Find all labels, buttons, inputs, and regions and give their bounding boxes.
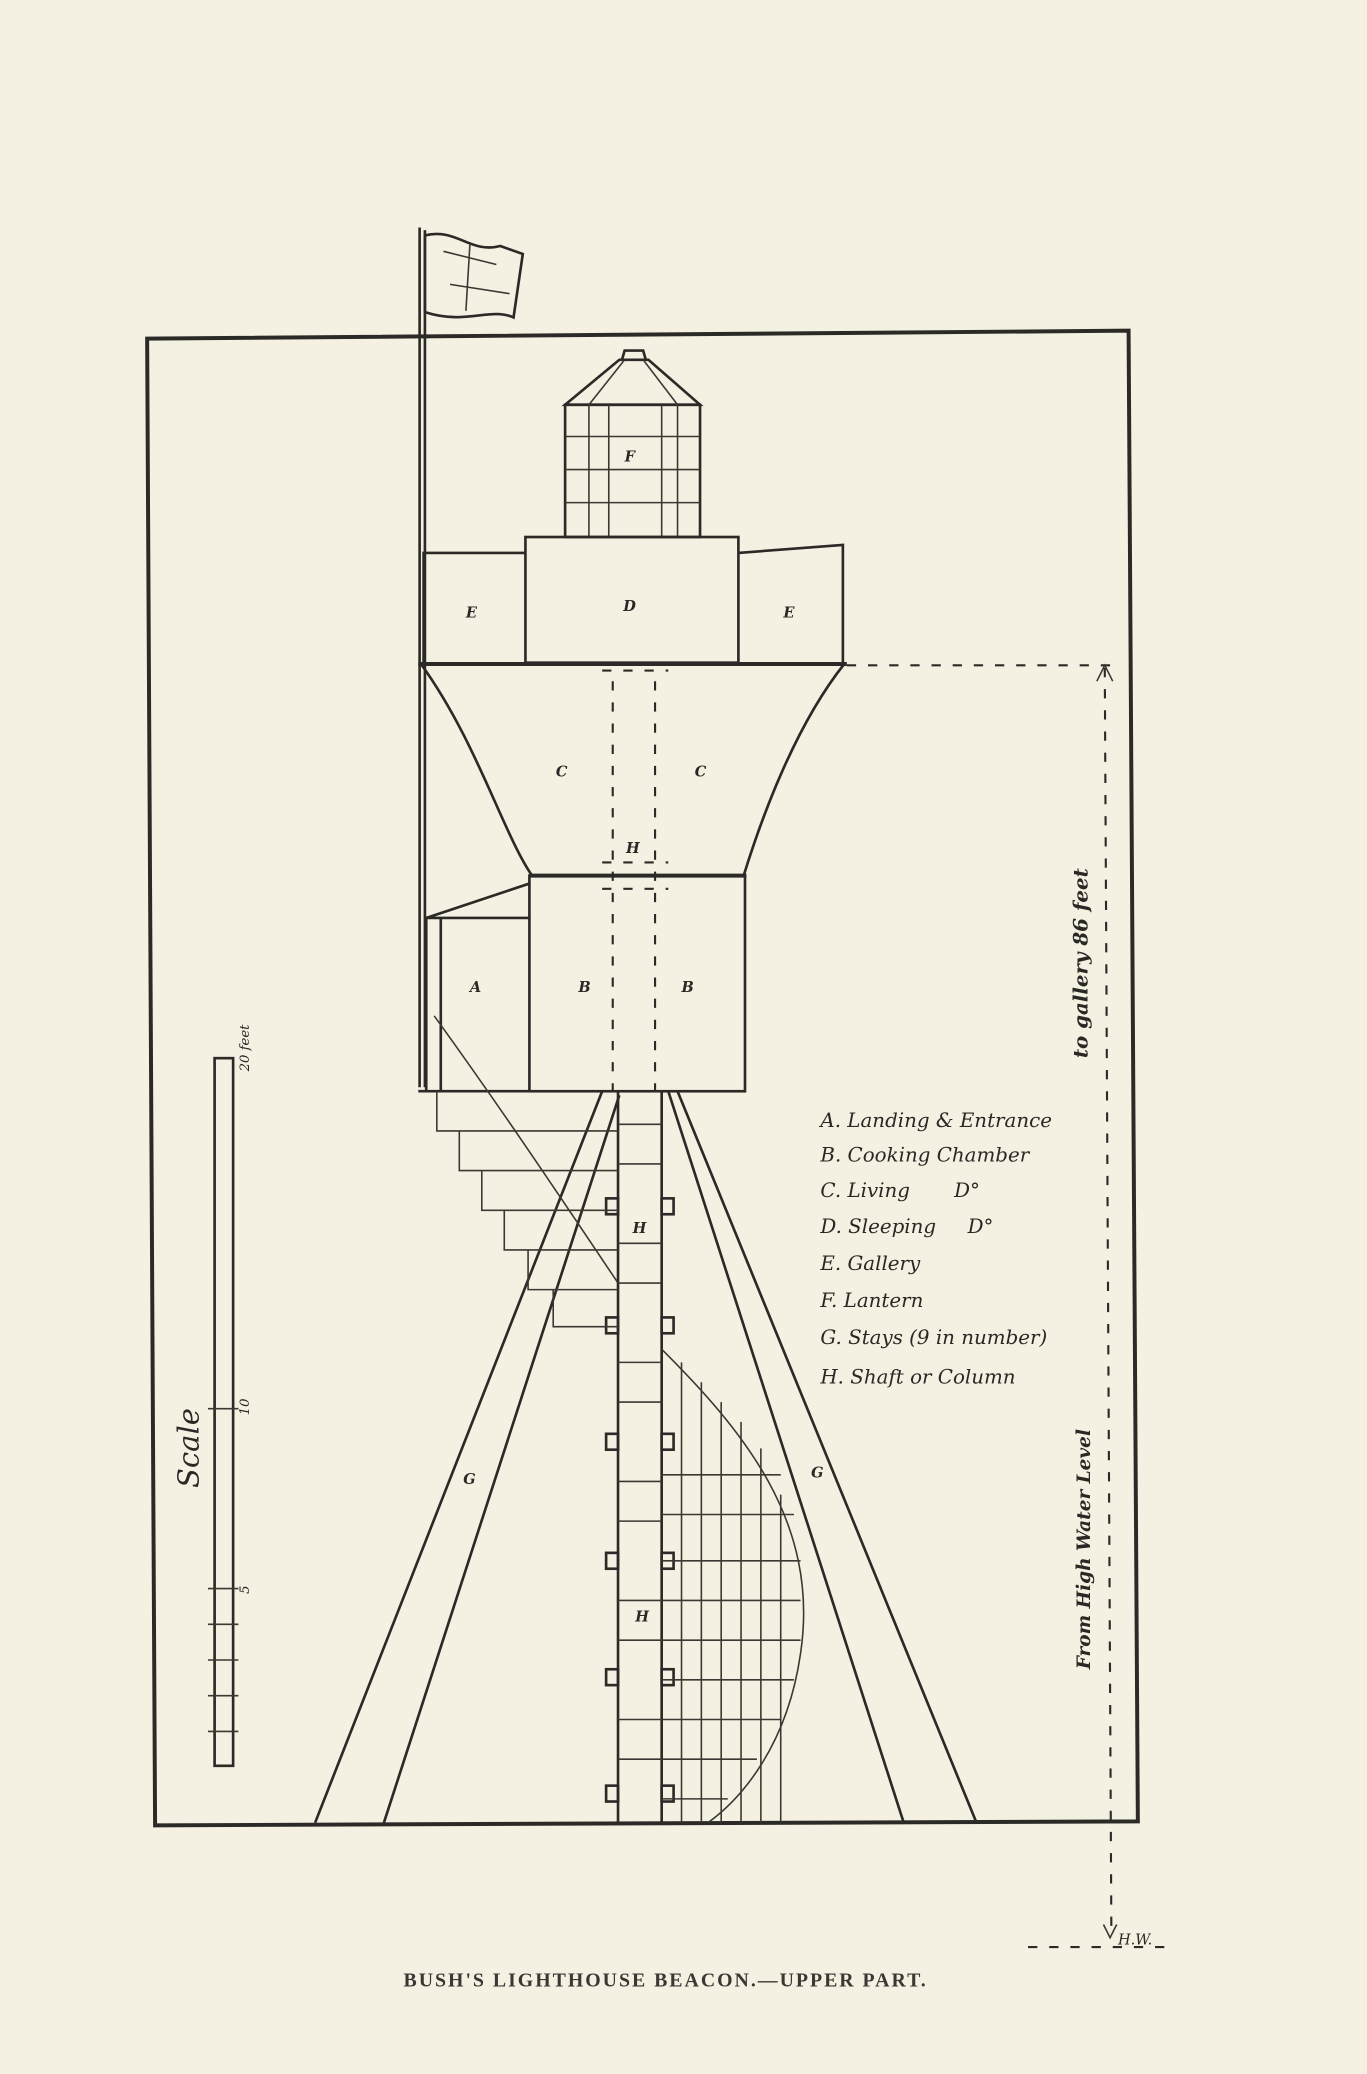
legend-item: C. Living D° <box>820 1179 980 1202</box>
height-dimension: H.W. to gallery 86 feet From High Water … <box>846 663 1171 1948</box>
landing-entrance <box>418 882 530 1093</box>
legend-item: A. Landing & Entrance <box>818 1109 1052 1132</box>
dimension-lower-label: From High Water Level <box>1074 1429 1095 1670</box>
label-c-right: C <box>695 763 707 780</box>
high-water-marker: H.W. <box>1117 1932 1152 1948</box>
legend-item: F. Lantern <box>819 1289 923 1312</box>
label-a: A <box>468 979 481 996</box>
scale-bar: Scale 5 10 20 feet <box>172 1024 253 1768</box>
label-d: D <box>622 598 636 615</box>
label-h-mid: H <box>632 1220 648 1237</box>
shaft-column <box>604 1091 675 1823</box>
label-f: F <box>624 449 637 466</box>
label-g-left: G <box>463 1471 475 1488</box>
legend-item: D. Sleeping D° <box>819 1215 993 1238</box>
legend: A. Landing & Entrance B. Cooking Chamber… <box>818 1109 1052 1389</box>
label-h-top: H <box>625 840 641 857</box>
scale-tick-10: 10 <box>238 1398 253 1415</box>
label-c-left: C <box>556 763 568 780</box>
label-b-left: B <box>577 979 590 996</box>
label-b-right: B <box>681 979 694 996</box>
legend-item: E. Gallery <box>819 1252 921 1275</box>
dimension-upper-label: to gallery 86 feet <box>1069 868 1093 1058</box>
figure-caption: BUSH'S LIGHTHOUSE BEACON.—UPPER PART. <box>404 1970 928 1992</box>
legend-item: B. Cooking Chamber <box>819 1143 1030 1166</box>
label-g-right: G <box>811 1464 823 1481</box>
spiral-stairs <box>433 1015 805 1824</box>
cooking-chamber <box>528 874 747 1093</box>
stays <box>313 1090 978 1824</box>
legend-item: H. Shaft or Column <box>819 1366 1015 1389</box>
flag-icon <box>418 227 525 1088</box>
drawing-frame <box>145 328 1140 1828</box>
scale-tick-5: 5 <box>238 1585 253 1593</box>
gallery <box>422 543 845 663</box>
legend-item: G. Stays (9 in number) <box>820 1326 1047 1349</box>
scale-tick-20: 20 feet <box>238 1024 253 1073</box>
scale-title: Scale <box>172 1408 206 1488</box>
label-e-left: E <box>465 605 478 622</box>
lantern: F <box>561 349 704 539</box>
living-chamber <box>419 663 846 1092</box>
label-e-right: E <box>782 605 795 622</box>
label-h-low: H <box>634 1609 650 1626</box>
